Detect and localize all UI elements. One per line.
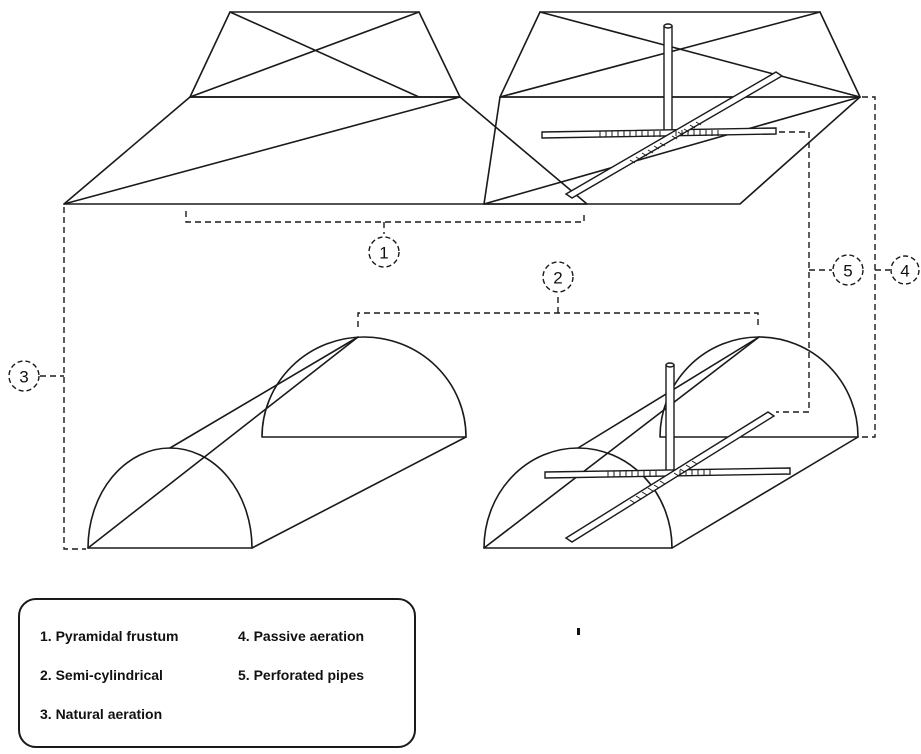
connector-semicyl-pair	[357, 295, 759, 327]
callout-2-label: 2	[553, 269, 562, 288]
perforated-pipe-assembly-top	[541, 23, 784, 199]
perforated-pipe-assembly-bottom	[544, 362, 791, 543]
connector-passive-aeration	[860, 96, 876, 438]
legend-item-semi-cylindrical: 2. Semi-cylindrical	[40, 667, 163, 683]
legend-item-passive-aeration: 4. Passive aeration	[238, 628, 365, 644]
callout-2: 2	[542, 261, 574, 293]
connector-perforated-pipes	[776, 131, 810, 413]
callout-1: 1	[368, 236, 400, 268]
legend-item-natural-aeration: 3. Natural aeration	[40, 706, 163, 722]
legend-item-perforated-pipes: 5. Perforated pipes	[238, 667, 365, 683]
speck-mark	[577, 628, 580, 635]
connector-frustum-pair	[185, 211, 585, 234]
callout-3: 3	[8, 360, 40, 392]
callout-3-label: 3	[19, 368, 28, 387]
callout-5: 5	[832, 254, 864, 286]
connector-natural-aeration	[63, 207, 86, 550]
callout-5-label: 5	[843, 262, 852, 281]
callout-4: 4	[890, 255, 920, 285]
legend: 1. Pyramidal frustum 4. Passive aeration…	[18, 598, 416, 748]
frustum-pile-natural	[63, 11, 588, 205]
callout-1-label: 1	[379, 244, 388, 263]
semicyl-pile-natural	[87, 336, 467, 549]
callout-4-label: 4	[900, 262, 909, 281]
legend-item-pyramidal-frustum: 1. Pyramidal frustum	[40, 628, 179, 644]
